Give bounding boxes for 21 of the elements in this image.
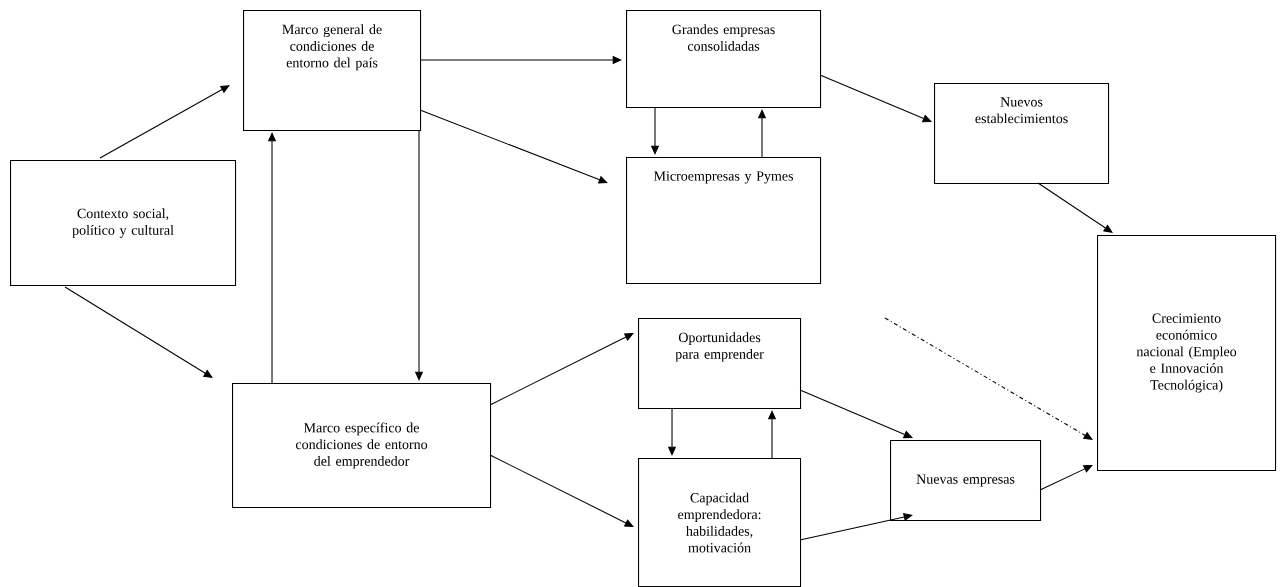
process-box: Nuevas empresas [890,440,1042,522]
arrow [799,389,913,439]
arrow [419,109,608,184]
process-box: Oportunidades para emprender [638,318,802,410]
arrow [799,512,913,541]
arrow [819,74,932,123]
arrow [1039,465,1093,491]
arrow [99,85,230,159]
process-box: Grandes empresas consolidadas [626,10,822,109]
arrow [1037,182,1113,233]
arrow [884,317,1093,440]
process-box: Capacidad emprendedora: habilidades, motivación [638,458,802,587]
process-box: Marco general de condiciones de entorno del país [243,10,422,132]
process-box: Crecimiento económico nacional (Empleo e Innovación Tecnológica) [1097,235,1277,472]
process-box: Marco específico de condiciones de entorno del emprendedor [232,383,492,509]
process-box: Microempresas y Pymes [626,157,822,285]
process-box: Nuevos establecimientos [934,83,1110,185]
process-box: Contexto social, político y cultural [10,160,237,287]
arrow [489,454,634,527]
arrow [64,286,213,378]
arrow [489,333,634,406]
